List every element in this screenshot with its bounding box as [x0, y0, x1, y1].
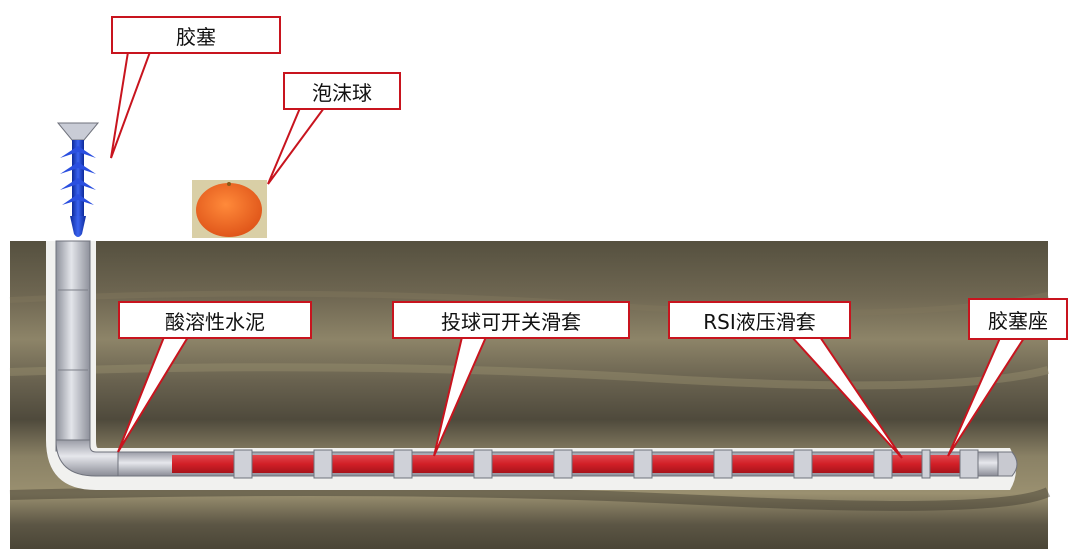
- callout-tails: [110, 51, 1026, 459]
- sleeve-collar: [921, 449, 931, 479]
- casing-vertical: [55, 240, 91, 452]
- sleeve-collar: [233, 449, 253, 479]
- sleeve-section: [892, 455, 922, 473]
- callout-rsi-sleeve: RSI液压滑套: [668, 301, 851, 339]
- sleeve-collar: [313, 449, 333, 479]
- sleeve-section: [812, 455, 874, 473]
- callout-tail-foam-ball: [267, 107, 326, 185]
- sleeve-section: [492, 455, 554, 473]
- callout-plug-seat: 胶塞座: [968, 298, 1068, 340]
- plug-fin: [62, 194, 94, 205]
- foam-ball-stem: [227, 182, 231, 186]
- sleeve-section: [652, 455, 714, 473]
- casing-toe: [997, 451, 1018, 477]
- callout-tail-plug: [110, 51, 152, 159]
- sleeve-section: [252, 455, 314, 473]
- foam-ball: [196, 183, 262, 237]
- sleeve-collar: [793, 449, 813, 479]
- sleeve-collars: [233, 449, 979, 479]
- sleeve-collar: [473, 449, 493, 479]
- sleeve-collar: [393, 449, 413, 479]
- callout-acid-cement: 酸溶性水泥: [118, 301, 312, 339]
- sleeve-sections: [172, 455, 960, 473]
- sleeve-section: [572, 455, 634, 473]
- plug-fin: [60, 162, 96, 174]
- sleeve-collar: [873, 449, 893, 479]
- sleeve-collar: [959, 449, 979, 479]
- sleeve-section: [172, 455, 234, 473]
- sleeve-collar: [713, 449, 733, 479]
- plug-cap: [56, 122, 100, 141]
- sleeve-collar: [553, 449, 573, 479]
- sleeve-section: [732, 455, 794, 473]
- plug-nose: [70, 216, 86, 237]
- sleeve-section: [412, 455, 474, 473]
- sleeve-section: [930, 455, 960, 473]
- plug-fin: [60, 178, 96, 190]
- sleeve-section: [332, 455, 394, 473]
- rock-stratum-line: [9, 363, 1050, 390]
- rock-stratum-line: [9, 486, 1051, 511]
- rubber-plug: [56, 122, 100, 237]
- callout-foam-ball: 泡沫球: [283, 72, 401, 110]
- sleeve-collar: [633, 449, 653, 479]
- plug-fin: [60, 146, 96, 158]
- callout-ball-sleeve: 投球可开关滑套: [392, 301, 630, 339]
- callout-plug: 胶塞: [111, 16, 281, 54]
